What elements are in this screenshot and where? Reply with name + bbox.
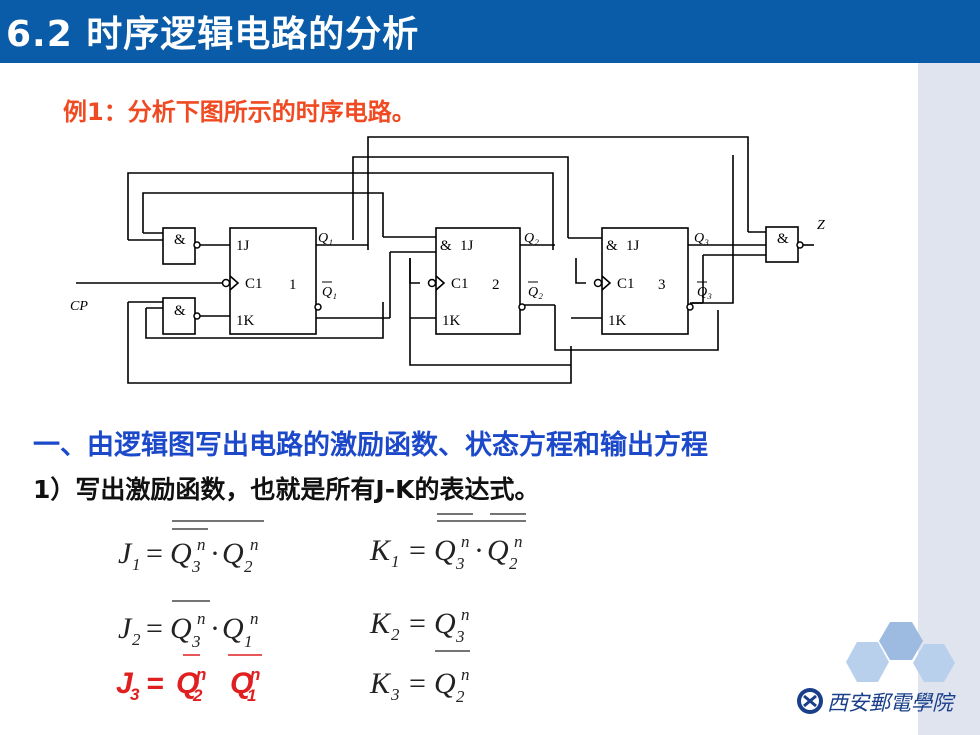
- slide-title: 6.2 时序逻辑电路的分析: [6, 14, 420, 55]
- and-label-3: &: [777, 231, 789, 247]
- ff1-k: 1K: [236, 313, 255, 329]
- k2-q3-n: n: [461, 605, 470, 624]
- wire-q3b: [690, 155, 734, 304]
- j1-eq: =: [146, 537, 163, 570]
- j2-eq: =: [146, 612, 163, 645]
- k1-q2-n: n: [514, 532, 523, 551]
- k2-q3: Q: [434, 607, 456, 640]
- k2-q3-sub: 3: [455, 627, 465, 646]
- wire-top3: [127, 172, 554, 240]
- j2-q3-n: n: [197, 609, 206, 628]
- ff1-j: 1J: [236, 238, 250, 254]
- wire-bot3: [409, 258, 571, 366]
- k2-eq: =: [409, 607, 426, 640]
- j2-lhs: J: [118, 612, 133, 645]
- k1-q3-n: n: [461, 532, 470, 551]
- j1-sub: 1: [132, 555, 141, 574]
- cp-label: CP: [70, 299, 88, 314]
- section-heading: 一、由逻辑图写出电路的激励函数、状态方程和输出方程: [33, 430, 708, 461]
- z-output-label: Z: [817, 218, 825, 233]
- ff3-box: [601, 227, 689, 335]
- k1-q2: Q: [487, 534, 509, 567]
- k1-q2-sub: 2: [509, 554, 518, 573]
- ff1-box: [229, 227, 317, 335]
- k1-sub: 1: [391, 552, 400, 571]
- ff3-k: 1K: [608, 313, 627, 329]
- logo-text: 西安郵電學院: [827, 691, 953, 715]
- j3-sub: 3: [130, 685, 140, 704]
- ff3-j: 1J: [626, 238, 640, 254]
- ff1-q: Q₁: [318, 231, 333, 246]
- ff2-q: Q₂: [524, 231, 539, 246]
- j2-q1-n: n: [250, 609, 259, 628]
- j2-sub: 2: [132, 630, 141, 649]
- k3-lhs: K: [369, 667, 392, 700]
- ff3-c: C1: [617, 276, 635, 292]
- j2-dot: ·: [210, 612, 220, 645]
- ff2-qbar: Q₂: [528, 285, 543, 300]
- right-decor-strip: [918, 63, 980, 735]
- k1-lhs: K: [369, 534, 392, 567]
- ff3-and-label: &: [606, 238, 618, 254]
- j3-q1-n: n: [250, 665, 260, 684]
- j1-q2-n: n: [250, 535, 259, 554]
- j2-q3: Q: [170, 612, 192, 645]
- j1-q3: Q: [170, 537, 192, 570]
- j3-eq: =: [146, 667, 164, 700]
- k3-q2-sub: 2: [456, 687, 465, 706]
- k3-eq: =: [409, 667, 426, 700]
- ff3-num: 3: [658, 277, 666, 293]
- wire-bot1: [145, 302, 384, 339]
- and-label-2: &: [174, 303, 186, 319]
- j1-q2-sub: 2: [244, 557, 253, 576]
- ff1-num: 1: [289, 277, 297, 293]
- circuit-diagram: & & & & & 1J C1 1K 1 Q₁ Q₁ 1J C1 1K 2 Q₂…: [70, 136, 825, 384]
- j1-dot: ·: [210, 537, 220, 570]
- ff1-qbar: Q₁: [322, 285, 337, 300]
- j3-q1: Q: [230, 667, 253, 700]
- j1-q3-sub: 3: [191, 557, 201, 576]
- j1-q2: Q: [222, 537, 244, 570]
- k3-q2: Q: [434, 667, 456, 700]
- ff2-j: 1J: [460, 238, 474, 254]
- example-heading: 例1：分析下图所示的时序电路。: [63, 98, 416, 126]
- k2-sub: 2: [391, 625, 400, 644]
- j3-lhs: J: [116, 667, 134, 700]
- k3-sub: 3: [390, 685, 400, 704]
- j2-q3-sub: 3: [191, 632, 201, 651]
- k1-q3-sub: 3: [455, 554, 465, 573]
- k1-dot: ·: [474, 534, 484, 567]
- j3-q2: Q: [176, 667, 199, 700]
- logo-emblem: [797, 688, 823, 714]
- ff3-qbar: Q₃: [697, 285, 712, 300]
- wire-top4: [142, 192, 384, 237]
- ff2-and-label: &: [440, 238, 452, 254]
- j1-lhs: J: [118, 537, 133, 570]
- k3-q2-n: n: [461, 665, 470, 684]
- title-bar: 6.2 时序逻辑电路的分析: [0, 0, 980, 63]
- step-heading: 1）写出激励函数，也就是所有J-K的表达式。: [33, 475, 540, 504]
- hexagon-decor: [846, 622, 955, 682]
- wire-top2: [352, 156, 569, 240]
- ff1-c: C1: [245, 276, 263, 292]
- j3-q2-sub: 2: [192, 686, 203, 705]
- j3-q2-n: n: [196, 665, 206, 684]
- j1-q3-n: n: [197, 535, 206, 554]
- ff2-k: 1K: [442, 313, 461, 329]
- wire-bot4: [554, 305, 719, 351]
- ff2-box: [435, 227, 521, 335]
- k1-eq: =: [409, 534, 426, 567]
- k1-q3: Q: [434, 534, 456, 567]
- j2-q1-sub: 1: [244, 632, 253, 651]
- ff2-num: 2: [492, 277, 500, 293]
- and-label-1: &: [174, 232, 186, 248]
- k2-lhs: K: [369, 607, 392, 640]
- j2-q1: Q: [222, 612, 244, 645]
- ff2-c: C1: [451, 276, 469, 292]
- ff3-q: Q₃: [694, 231, 709, 246]
- j3-q1-sub: 1: [247, 686, 256, 705]
